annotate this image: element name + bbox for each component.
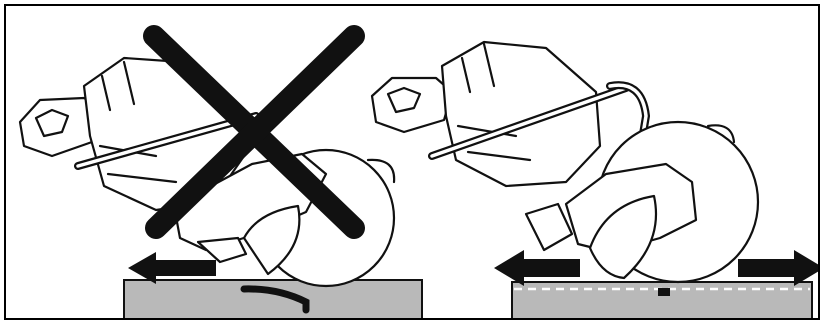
- slab-right: [512, 282, 812, 320]
- left-arrow-correct: [494, 250, 580, 286]
- slab-left: [124, 280, 422, 320]
- right-arrow-correct: [738, 250, 820, 286]
- incorrect-technique-panel: [20, 36, 422, 320]
- power-cutter-right: [372, 42, 758, 282]
- cut-mark: [658, 288, 670, 296]
- correct-technique-panel: [372, 42, 820, 320]
- illustration-frame: [4, 4, 820, 320]
- cutting-technique-illustration: [6, 6, 820, 320]
